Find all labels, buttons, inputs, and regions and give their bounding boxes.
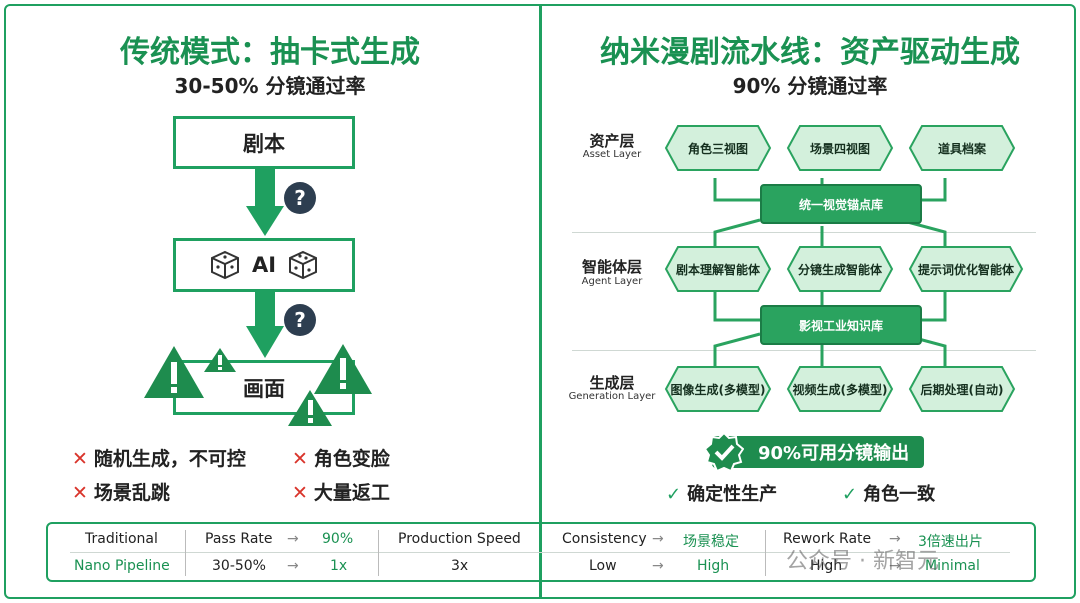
question-mark: ? <box>294 186 306 210</box>
generation-node: 后期处理(自动) <box>908 365 1016 413</box>
cross-icon: ✕ <box>292 448 308 470</box>
right-subtitle: 90% 分镜通过率 <box>732 74 888 98</box>
flaw-label: 随机生成，不可控 <box>93 448 246 470</box>
asset-node: 道具档案 <box>908 124 1016 172</box>
output-label: 画面 <box>243 376 285 401</box>
script-box: 剧本 <box>173 116 355 169</box>
arrow-icon: → <box>287 558 299 574</box>
generation-layer-subtitle: Generation Layer <box>568 391 656 402</box>
flaw-item: ✕场景乱跳 <box>72 478 170 505</box>
check-icon: ✓ <box>666 484 682 505</box>
agent-node: 分镜生成智能体 <box>786 245 894 293</box>
asset-node: 角色三视图 <box>664 124 772 172</box>
flaw-label: 场景乱跳 <box>93 482 170 504</box>
asset-node: 场景四视图 <box>786 124 894 172</box>
table-cell: Minimal <box>925 558 980 574</box>
arrow-icon: → <box>889 558 901 574</box>
table-cell: Rework Rate <box>783 531 872 547</box>
ai-label: AI <box>251 253 277 277</box>
table-cell: 30-50% <box>212 558 266 574</box>
agent-layer-title: 智能体层 <box>581 258 642 276</box>
knowledge-base-hub: 影视工业知识库 <box>760 305 922 345</box>
table-column-divider <box>185 530 186 576</box>
right-title: 纳米漫剧流水线：资产驱动生成 <box>600 35 1020 70</box>
table-row-divider <box>70 552 1010 553</box>
table-column-divider <box>765 530 766 576</box>
layer-separator <box>572 232 1036 233</box>
ai-box: AI <box>173 238 355 292</box>
warning-icon <box>314 344 372 394</box>
arrow-icon: → <box>652 558 664 574</box>
generation-node: 视频生成(多模型) <box>786 365 894 413</box>
table-cell: Nano Pipeline <box>74 558 170 574</box>
table-cell: 90% <box>322 531 354 547</box>
panel-divider <box>539 4 542 599</box>
cross-icon: ✕ <box>72 482 88 504</box>
warning-icons <box>144 344 372 426</box>
benefit-item: ✓角色一致 <box>842 480 935 506</box>
generation-node-label: 图像生成(多模型) <box>670 382 766 397</box>
warning-icon <box>204 348 236 372</box>
table-cell: Consistency <box>562 531 647 547</box>
agent-node-label: 分镜生成智能体 <box>797 262 882 277</box>
agent-node: 提示词优化智能体 <box>908 245 1024 293</box>
left-title: 传统模式：抽卡式生成 <box>120 35 420 70</box>
arrow-icon: → <box>889 531 901 547</box>
table-cell: Traditional <box>85 531 158 547</box>
table-cell: High <box>697 558 730 574</box>
warning-icon <box>288 390 332 426</box>
result-banner: 90%可用分镜输出 <box>712 436 924 468</box>
arrow-icon: → <box>652 531 664 547</box>
flaw-label: 大量返工 <box>313 482 390 504</box>
badge-check-icon <box>704 432 744 472</box>
agent-layer-subtitle: Agent Layer <box>581 276 643 287</box>
question-mark: ? <box>294 308 306 332</box>
visual-anchor-hub: 统一视觉锚点库 <box>760 184 922 224</box>
asset-layer-title: 资产层 <box>589 132 635 150</box>
table-cell: Low <box>589 558 617 574</box>
table-cell: Pass Rate <box>205 531 273 547</box>
asset-layer-subtitle: Asset Layer <box>582 149 642 160</box>
layer-separator <box>572 350 1036 351</box>
benefit-label: 确定性生产 <box>687 484 778 505</box>
question-icon: ? <box>284 304 316 336</box>
question-icon: ? <box>284 182 316 214</box>
table-cell: 3x <box>451 558 469 574</box>
check-icon: ✓ <box>842 484 858 505</box>
flaw-item: ✕角色变脸 <box>292 444 390 471</box>
agent-node-label: 提示词优化智能体 <box>917 262 1014 277</box>
flaw-item: ✕随机生成，不可控 <box>72 444 246 471</box>
cross-icon: ✕ <box>72 448 88 470</box>
benefit-item: ✓确定性生产 <box>666 480 777 506</box>
arrow-icon: → <box>287 531 299 547</box>
table-cell: 3倍速出片 <box>918 534 983 550</box>
script-label: 剧本 <box>243 131 285 156</box>
dice-icon <box>210 250 239 280</box>
left-flow-arrows <box>246 168 284 358</box>
generation-node: 图像生成(多模型) <box>664 365 772 413</box>
asset-node-label: 场景四视图 <box>809 141 870 156</box>
cross-icon: ✕ <box>292 482 308 504</box>
agent-node-label: 剧本理解智能体 <box>675 262 760 277</box>
generation-node-label: 后期处理(自动) <box>920 382 1004 397</box>
flaw-item: ✕大量返工 <box>292 478 390 505</box>
generation-layer-title: 生成层 <box>589 374 635 392</box>
table-cell: 1x <box>330 558 348 574</box>
table-cell: High <box>810 558 843 574</box>
watermark: 公众号 · 新智元 <box>786 549 939 574</box>
benefit-label: 角色一致 <box>863 484 936 505</box>
warning-icon <box>144 346 204 398</box>
agent-node: 剧本理解智能体 <box>664 245 772 293</box>
flaw-label: 角色变脸 <box>313 448 390 470</box>
dice-icon <box>289 250 318 280</box>
table-cell: 场景稳定 <box>683 534 739 550</box>
table-column-divider <box>378 530 379 576</box>
asset-node-label: 角色三视图 <box>687 141 748 156</box>
left-subtitle: 30-50% 分镜通过率 <box>174 74 366 98</box>
asset-node-label: 道具档案 <box>937 141 986 156</box>
comparison-table <box>46 522 1036 582</box>
result-label: 90%可用分镜输出 <box>758 443 910 464</box>
table-cell: Production Speed <box>398 531 521 547</box>
generation-node-label: 视频生成(多模型) <box>792 382 888 397</box>
